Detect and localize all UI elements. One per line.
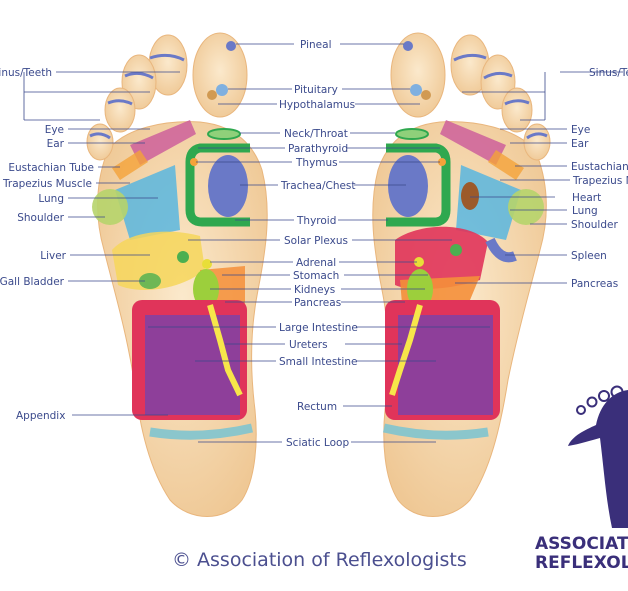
left-thymus-dot [190, 158, 198, 166]
right-eustachian-zone [488, 150, 524, 180]
labels: Pineal Sinus/Teeth Sinus/Teeth Pituitary… [0, 39, 628, 449]
left-sciatic-loop [149, 423, 254, 440]
left-sinus-arcs [89, 53, 185, 140]
logo-text-line2: REFLEXOLOGISTS [535, 553, 628, 573]
label-sinus-right: Sinus/Teeth [589, 67, 628, 79]
label-eustachian-left: Eustachian Tube [8, 162, 94, 174]
label-trachea-chest: Trachea/Chest [280, 180, 356, 192]
left-thyroid-band [185, 143, 250, 227]
label-thyroid: Thyroid [296, 215, 336, 227]
copyright-text: © Association of Reflexologists [172, 549, 467, 571]
label-shoulder-left: Shoulder [17, 212, 64, 224]
label-small-intestine: Small Intestine [279, 356, 357, 368]
left-foot [86, 32, 268, 517]
right-shoulder-zone [508, 189, 544, 225]
label-pancreas-center: Pancreas [294, 297, 341, 309]
left-hypothalamus-dot [207, 90, 217, 100]
left-adrenal [202, 259, 212, 269]
label-trapezius-right: Trapezius Muscle [572, 175, 628, 187]
right-trapezius-zone [440, 120, 506, 165]
right-sinus-arcs [453, 53, 548, 140]
right-toe-4 [501, 87, 533, 133]
label-hypothalamus: Hypothalamus [279, 99, 355, 111]
label-liver: Liver [40, 250, 66, 262]
right-pineal-dot [403, 41, 413, 51]
label-rectum: Rectum [297, 401, 337, 413]
label-pancreas-right: Pancreas [571, 278, 618, 290]
left-pineal-dot [226, 41, 236, 51]
label-trapezius-left: Trapezius Muscle [2, 178, 92, 190]
label-large-intestine: Large Intestine [279, 322, 358, 334]
right-toe-5 [523, 123, 551, 161]
label-lung-right: Lung [572, 205, 598, 217]
right-hypothalamus-dot [421, 90, 431, 100]
label-pineal: Pineal [300, 39, 332, 51]
right-solar-plexus [450, 244, 462, 256]
left-shoulder-zone [92, 189, 128, 225]
left-pituitary-dot [216, 84, 228, 96]
right-adrenal [414, 257, 424, 267]
label-ear-right: Ear [571, 138, 589, 150]
right-thyroid-band [386, 143, 451, 227]
left-kidney [193, 269, 219, 309]
label-adrenal: Adrenal [296, 257, 336, 269]
label-heart: Heart [572, 192, 601, 204]
label-pituitary: Pituitary [294, 84, 338, 96]
right-pituitary-dot [410, 84, 422, 96]
leader-lines [23, 43, 623, 443]
right-neck-throat [395, 128, 429, 140]
label-ear-left: Ear [47, 138, 65, 150]
right-thymus-dot [438, 158, 446, 166]
label-appendix: Appendix [16, 410, 65, 422]
logo-trademark: TM [612, 522, 621, 529]
right-big-toe [390, 32, 446, 118]
logo-text-line1: ASSOCIATION OF [535, 534, 628, 554]
foot-with-hand-logo-icon [568, 385, 628, 528]
label-sinus-left: Sinus/Teeth [0, 67, 52, 79]
label-gall-bladder: Gall Bladder [0, 276, 65, 288]
left-lung-zone [115, 165, 180, 240]
left-trachea-chest [208, 155, 248, 217]
left-toe-5 [86, 123, 114, 161]
left-gall-bladder [139, 273, 161, 289]
right-heart-zone [461, 182, 479, 210]
label-eustachian-right: Eustachian Tube [571, 161, 628, 173]
label-neck-throat: Neck/Throat [284, 128, 348, 140]
right-ureter [389, 304, 423, 396]
left-neck-throat [207, 128, 241, 140]
right-sciatic-loop [382, 423, 489, 440]
label-lung-left: Lung [38, 193, 64, 205]
right-trachea-chest [388, 155, 428, 217]
left-ureter [207, 304, 243, 397]
label-kidneys: Kidneys [294, 284, 335, 296]
label-sciatic-loop: Sciatic Loop [286, 437, 349, 449]
right-spleen-zone [485, 237, 517, 263]
left-big-toe [192, 32, 248, 118]
label-solar-plexus: Solar Plexus [284, 235, 348, 247]
label-thymus: Thymus [295, 157, 338, 169]
left-trapezius-zone [130, 120, 196, 165]
left-liver-zone [112, 231, 205, 290]
label-parathyroid: Parathyroid [288, 143, 348, 155]
label-eye-right: Eye [571, 124, 590, 136]
label-ureters: Ureters [289, 339, 328, 351]
left-toe-4 [104, 87, 136, 133]
label-spleen: Spleen [571, 250, 607, 262]
label-stomach: Stomach [293, 270, 339, 282]
left-solar-plexus [177, 251, 189, 263]
left-eustachian-zone [112, 150, 148, 180]
label-shoulder-right: Shoulder [571, 219, 618, 231]
label-eye-left: Eye [45, 124, 64, 136]
